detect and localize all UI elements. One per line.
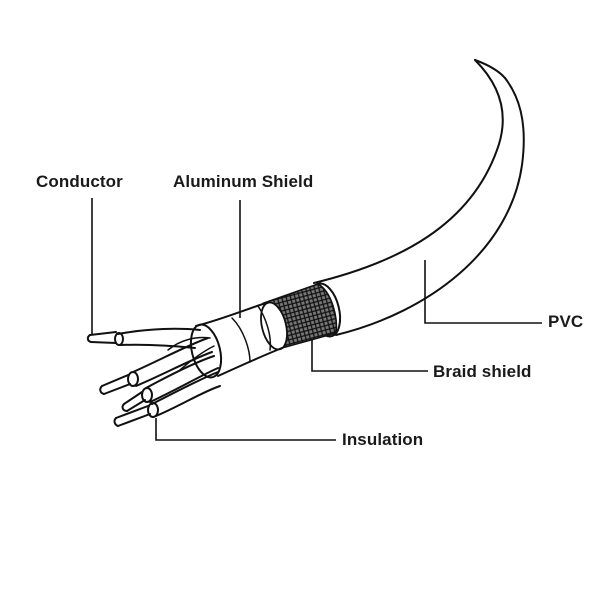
label-conductor: Conductor bbox=[36, 172, 123, 191]
leader-pvc bbox=[424, 260, 542, 324]
label-insulation: Insulation bbox=[342, 430, 424, 449]
label-pvc: PVC bbox=[548, 312, 584, 331]
label-aluminum-shield: Aluminum Shield bbox=[173, 172, 314, 191]
conductor-wire bbox=[86, 327, 201, 349]
insulated-wires bbox=[99, 336, 221, 427]
pvc-jacket bbox=[308, 59, 525, 338]
label-braid-shield: Braid shield bbox=[433, 362, 532, 381]
leader-lines bbox=[91, 198, 542, 441]
aluminum-shield bbox=[189, 302, 283, 379]
leader-braid bbox=[311, 340, 428, 372]
leader-insulation bbox=[155, 418, 336, 441]
braid-shield bbox=[260, 283, 338, 351]
